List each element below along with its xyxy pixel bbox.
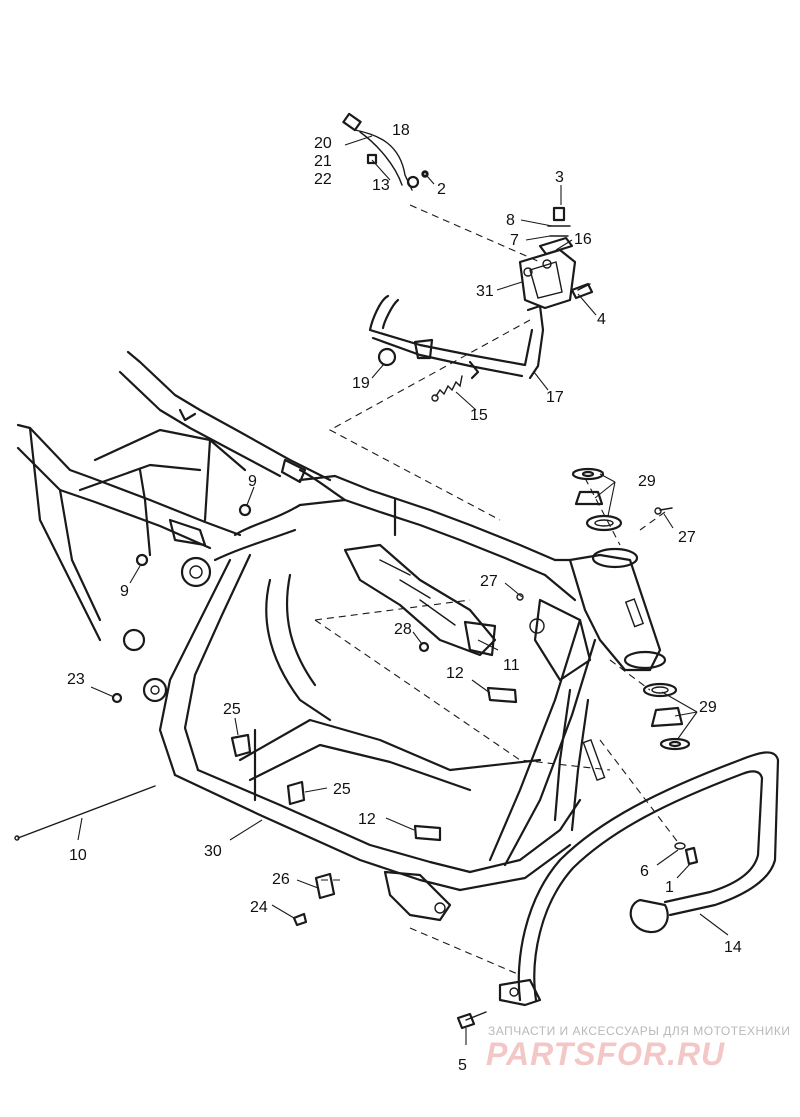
callout-3: 3: [555, 169, 564, 186]
callout-28: 28: [394, 621, 412, 638]
callout-25-lower: 25: [333, 781, 351, 798]
callout-24: 24: [250, 899, 268, 916]
steering-bearing-lower: [642, 682, 691, 751]
stand-spring: [431, 375, 463, 402]
frame-assembly: [16, 350, 667, 922]
callout-27-left: 27: [480, 573, 498, 590]
stand-bracket: [518, 236, 594, 310]
callout-labels: 20 21 22 18 13 2 3 8 7 16 31 4 19 17 15 …: [67, 122, 742, 1074]
callout-16: 16: [574, 231, 592, 248]
clips: [230, 620, 518, 900]
stand-bolt-stack: [547, 206, 571, 237]
callout-20: 20: [314, 135, 332, 152]
callout-13: 13: [372, 177, 390, 194]
callout-8: 8: [506, 212, 515, 229]
callout-9-lower: 9: [120, 583, 129, 600]
callout-1: 1: [665, 879, 674, 896]
callout-12-upper: 12: [446, 665, 464, 682]
callout-21: 21: [314, 153, 332, 170]
callout-27-right: 27: [678, 529, 696, 546]
engine-guard: [498, 751, 780, 1007]
small-fasteners: [14, 170, 699, 1030]
steering-bearing-upper: [571, 467, 623, 532]
callout-14: 14: [724, 939, 742, 956]
callout-10: 10: [69, 847, 87, 864]
callout-18: 18: [392, 122, 410, 139]
callout-29-upper: 29: [638, 473, 656, 490]
callout-29-lower: 29: [699, 699, 717, 716]
jiffy-stand: [368, 294, 545, 380]
callout-15: 15: [470, 407, 488, 424]
callout-30: 30: [204, 843, 222, 860]
assembly-lines: [314, 204, 681, 976]
callout-4: 4: [597, 311, 606, 328]
callout-12-lower: 12: [358, 811, 376, 828]
callout-23: 23: [67, 671, 85, 688]
callout-31: 31: [476, 283, 494, 300]
callout-22: 22: [314, 171, 332, 188]
callout-5: 5: [458, 1057, 467, 1074]
callout-6: 6: [640, 863, 649, 880]
callout-25-upper: 25: [223, 701, 241, 718]
callout-7: 7: [510, 232, 519, 249]
watermark-logo: PARTSFOR.RU: [486, 1036, 726, 1072]
callout-26: 26: [272, 871, 290, 888]
callout-19: 19: [352, 375, 370, 392]
callout-17: 17: [546, 389, 564, 406]
leader-lines: [77, 135, 729, 1045]
callout-9-upper: 9: [248, 473, 257, 490]
watermark-tagline: ЗАПЧАСТИ И АКСЕССУАРЫ ДЛЯ МОТОТЕХНИКИ: [488, 1024, 791, 1038]
callout-11: 11: [503, 657, 520, 674]
callout-2: 2: [437, 181, 446, 198]
